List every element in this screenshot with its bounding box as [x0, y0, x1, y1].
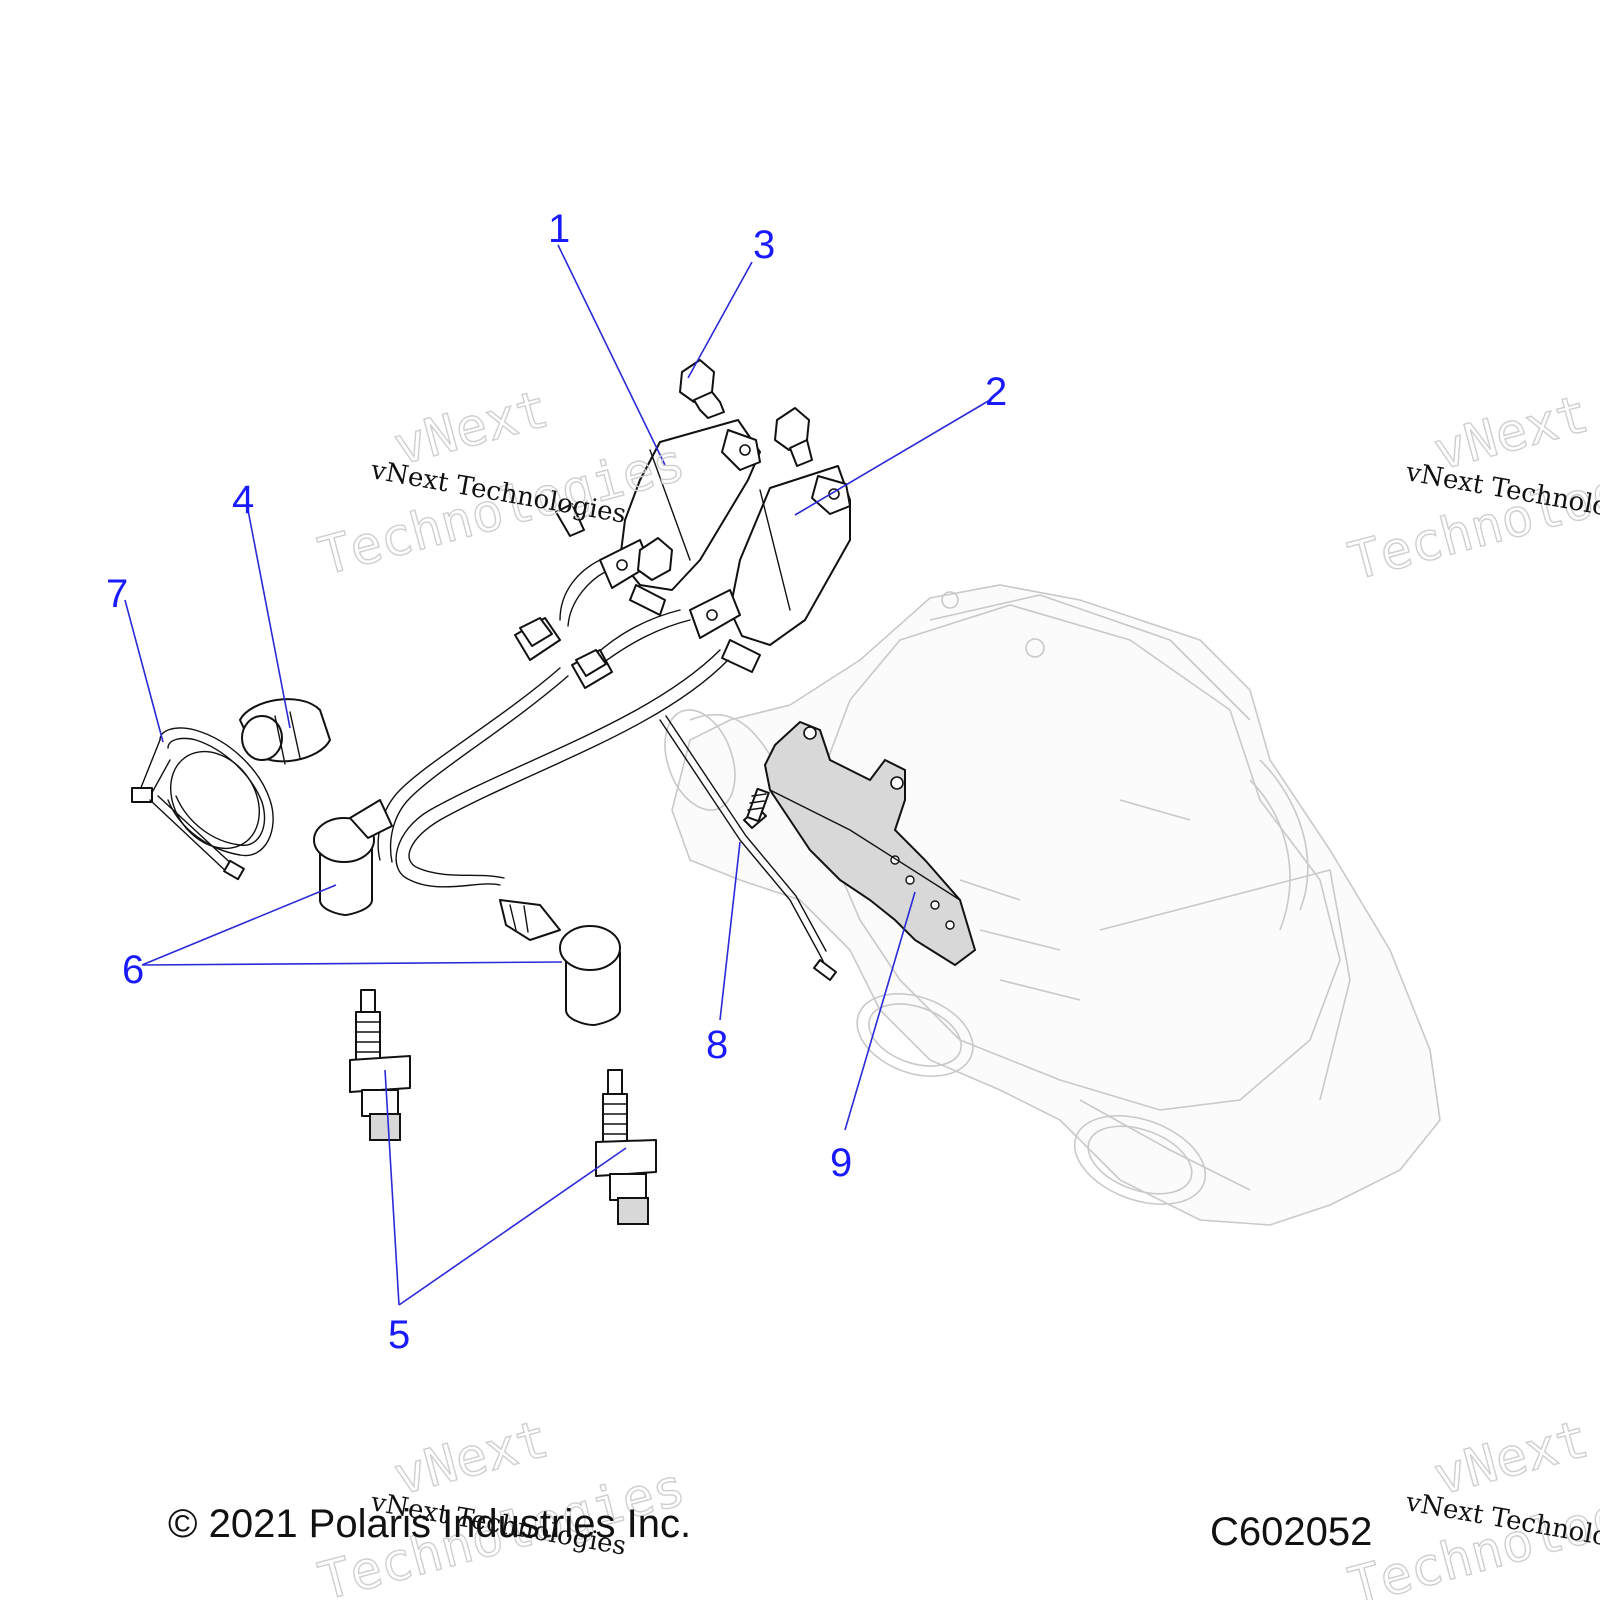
drawing-number: C602052 [1210, 1510, 1373, 1554]
part-7-cable-tie [131, 727, 274, 881]
part-8-ground-wire [659, 715, 837, 981]
callout-9: 9 [830, 1141, 852, 1185]
callout-4: 4 [232, 478, 254, 522]
watermark-large-line1: vNext [1428, 1409, 1595, 1507]
watermark-large-line1: vNext [388, 1409, 555, 1507]
engine-cylinder-head-outline [664, 584, 1441, 1226]
callout-7: 7 [106, 572, 128, 616]
callout-2: 2 [985, 370, 1007, 414]
coil-harness-connectors [514, 559, 691, 689]
watermark-right-top: vNext Technologies vNext Technologies [1342, 383, 1600, 593]
callout-3: 3 [753, 223, 775, 267]
callout-5: 5 [388, 1313, 410, 1357]
callout-1: 1 [548, 207, 570, 251]
callout-8: 8 [706, 1023, 728, 1067]
part-9-coil-bracket [763, 720, 977, 967]
part-4-clamp [239, 698, 331, 765]
callout-6: 6 [122, 948, 144, 992]
copyright-notice: © 2021 Polaris Industries Inc. [168, 1502, 692, 1546]
part-2-ignition-coil [689, 465, 851, 673]
part-3-bolts [555, 359, 813, 581]
part-6-spark-plug-caps-and-leads [313, 649, 729, 1026]
part-5-spark-plugs [349, 989, 657, 1225]
leader-lines [124, 244, 991, 1306]
watermark-right-bottom: vNext Technologies vNext Technologies [1342, 1408, 1600, 1600]
callout-numbers: 1 2 3 4 5 6 7 8 9 [106, 207, 1007, 1357]
